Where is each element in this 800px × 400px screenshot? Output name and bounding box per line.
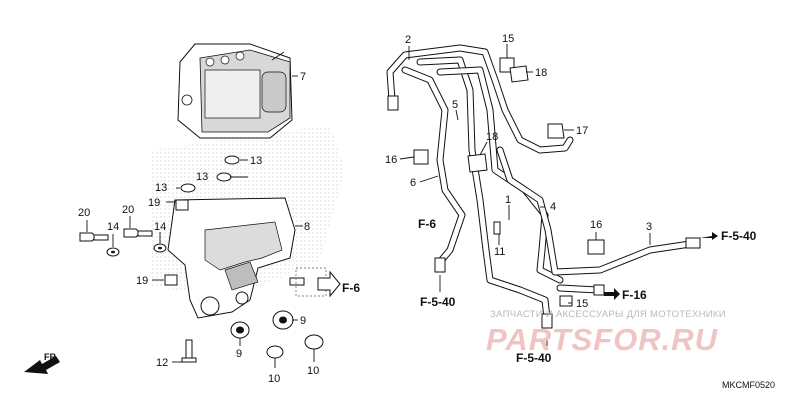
ref-f6-left: F-6 bbox=[418, 217, 436, 231]
bolt-12[interactable] bbox=[181, 339, 197, 363]
reference-labels: F-6 F-6 F-5-40 F-5-40 F-5-40 F-16 bbox=[342, 217, 757, 365]
clip-19-low[interactable] bbox=[164, 274, 178, 286]
label-8: 8 bbox=[304, 221, 310, 233]
abs-modulator[interactable] bbox=[177, 43, 293, 139]
label-17: 17 bbox=[576, 125, 588, 137]
ref-f6-right: F-6 bbox=[342, 281, 360, 295]
washer-14-right[interactable] bbox=[153, 243, 167, 253]
label-19b: 19 bbox=[136, 275, 148, 287]
label-16a: 16 bbox=[385, 154, 397, 166]
leader-lines-right bbox=[399, 44, 651, 348]
clamp-15-low[interactable] bbox=[559, 295, 573, 307]
bolt-20-left[interactable] bbox=[79, 232, 109, 242]
label-2: 2 bbox=[405, 34, 411, 46]
label-6: 6 bbox=[410, 177, 416, 189]
label-9b: 9 bbox=[300, 315, 306, 327]
label-18b: 18 bbox=[486, 131, 498, 143]
label-11: 11 bbox=[494, 246, 505, 258]
label-20a: 20 bbox=[78, 207, 90, 219]
label-14a: 14 bbox=[107, 221, 119, 233]
label-14b: 14 bbox=[154, 221, 166, 233]
label-9a: 9 bbox=[236, 348, 242, 360]
clamp-18-top[interactable] bbox=[509, 65, 529, 83]
label-10b: 10 bbox=[307, 365, 319, 377]
ref-arrow-f16 bbox=[604, 288, 620, 300]
grommet-13-top[interactable] bbox=[224, 155, 240, 165]
f6-arrow-icon bbox=[317, 270, 341, 298]
clamp-17[interactable] bbox=[547, 123, 565, 139]
ref-f540-b: F-5-40 bbox=[721, 229, 757, 243]
abs-bracket[interactable] bbox=[167, 197, 296, 319]
clamp-16-left[interactable] bbox=[413, 149, 429, 165]
label-5: 5 bbox=[452, 99, 458, 111]
label-7: 7 bbox=[300, 71, 306, 83]
grommet-13-low[interactable] bbox=[216, 172, 232, 182]
leader-lines-left bbox=[86, 75, 315, 368]
fr-arrow-icon bbox=[24, 356, 60, 374]
ref-f16: F-16 bbox=[622, 288, 647, 302]
bolt-11[interactable] bbox=[493, 221, 501, 235]
grommet-9-a[interactable] bbox=[230, 321, 250, 339]
part-labels: 7 8 13 13 13 19 19 20 20 14 14 12 9 9 10… bbox=[78, 33, 652, 385]
watermark-brand: PARTSFOR.RU bbox=[486, 322, 719, 357]
ref-f540-a: F-5-40 bbox=[420, 295, 456, 309]
brake-pipe-assembly[interactable] bbox=[386, 44, 701, 329]
ref-arrow-f540-right bbox=[700, 232, 718, 240]
label-3: 3 bbox=[646, 221, 652, 233]
label-20b: 20 bbox=[122, 204, 134, 216]
watermark: ЗАПЧАСТИ И АКСЕССУАРЫ ДЛЯ МОТОТЕХНИКИ PA… bbox=[486, 309, 726, 357]
label-13b: 13 bbox=[155, 182, 167, 194]
label-13a: 13 bbox=[250, 155, 262, 167]
diagram-code: MKCMF0520 bbox=[722, 380, 775, 390]
clamp-16-right[interactable] bbox=[587, 239, 605, 255]
grommet-13-mid[interactable] bbox=[180, 183, 196, 193]
label-15b: 15 bbox=[576, 298, 588, 310]
collar-10-a[interactable] bbox=[266, 345, 284, 359]
clamp-18-mid[interactable] bbox=[467, 153, 488, 173]
clip-19-top[interactable] bbox=[175, 199, 189, 211]
ref-f540-c: F-5-40 bbox=[516, 351, 552, 365]
grommet-9-b[interactable] bbox=[272, 310, 294, 330]
label-1: 1 bbox=[505, 194, 511, 206]
watermark-caption: ЗАПЧАСТИ И АКСЕССУАРЫ ДЛЯ МОТОТЕХНИКИ bbox=[490, 309, 726, 320]
collar-10-b[interactable] bbox=[304, 334, 324, 350]
label-13c: 13 bbox=[196, 171, 208, 183]
label-4: 4 bbox=[550, 201, 556, 213]
label-10a: 10 bbox=[268, 373, 280, 385]
label-18a: 18 bbox=[535, 67, 547, 79]
washer-14-left[interactable] bbox=[106, 247, 120, 257]
bolt-20-right[interactable] bbox=[123, 228, 153, 238]
label-16b: 16 bbox=[590, 219, 602, 231]
label-15a: 15 bbox=[502, 33, 514, 45]
fr-label: FR. bbox=[44, 352, 59, 362]
label-12: 12 bbox=[156, 357, 168, 369]
label-19a: 19 bbox=[148, 197, 160, 209]
